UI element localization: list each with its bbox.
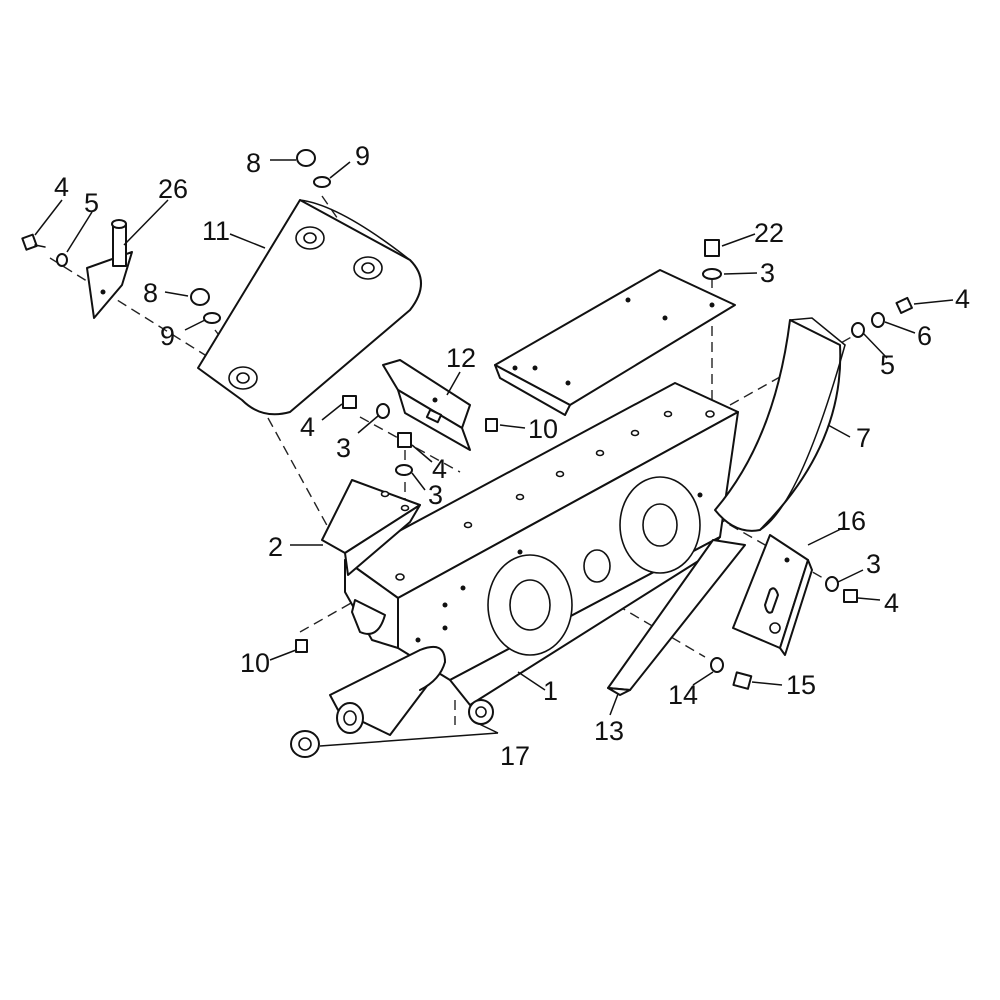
bushing-icon [468,699,494,725]
callout-label: 13 [594,716,624,746]
bolt-icon [397,432,412,448]
callout-label: 6 [917,321,932,351]
bolt-icon [295,639,308,653]
callout-label: 8 [246,148,261,178]
callout-labels: 4 5 26 8 9 11 8 9 22 3 4 6 5 12 10 4 3 4… [54,141,970,771]
washer-icon [313,176,331,188]
top-plate [494,269,736,416]
bolt-icon [895,296,913,314]
callout-label: 26 [158,174,188,204]
callout-label: 14 [668,680,698,710]
callout-label: 9 [355,141,370,171]
main-frame-housing [329,382,739,736]
callout-label: 10 [240,648,270,678]
washer-icon [702,268,722,280]
bolt-icon [843,589,858,603]
callout-label: 16 [836,506,866,536]
bolt-icon [704,239,720,257]
callout-label: 4 [884,588,899,618]
callout-label: 5 [880,350,895,380]
bolt-icon [485,418,498,432]
callout-label: 9 [160,321,175,351]
callout-label: 7 [856,423,871,453]
callout-label: 1 [543,676,558,706]
washer-icon [376,403,390,419]
callout-label: 4 [432,454,447,484]
left-bracket [321,479,421,576]
callout-label: 3 [866,549,881,579]
bolt-icon [21,233,46,251]
leader-lines [34,159,954,747]
callout-label: 17 [500,741,530,771]
bolt-icon [342,395,357,409]
callout-label: 22 [754,218,784,248]
callout-label: 4 [955,284,970,314]
side-plate [732,534,813,656]
washer-icon [871,312,885,328]
washer-icon [56,253,68,267]
callout-label: 11 [202,216,230,246]
callout-label: 4 [300,412,315,442]
curved-guard [714,317,846,532]
washer-icon [710,657,724,673]
pin-bracket [86,219,133,319]
washer-icon [851,322,865,338]
cap-nut-icon [190,288,210,306]
bolt-icon [732,671,753,690]
hardware [21,149,913,758]
callout-label: 15 [786,670,816,700]
callout-label: 5 [84,188,99,218]
bushing-icon [290,730,320,758]
callout-label: 3 [336,433,351,463]
callout-label: 10 [528,414,558,444]
blade-bar [607,539,746,696]
washer-icon [203,312,221,324]
top-cover [197,199,422,416]
callout-label: 12 [446,343,476,373]
callout-label: 3 [760,258,775,288]
callout-label: 4 [54,172,69,202]
callout-label: 2 [268,532,283,562]
callout-label: 3 [428,480,443,510]
cap-nut-icon [296,149,316,167]
small-bracket [382,359,471,451]
washer-icon [395,464,413,476]
washer-icon [825,576,839,592]
callout-label: 8 [143,278,158,308]
